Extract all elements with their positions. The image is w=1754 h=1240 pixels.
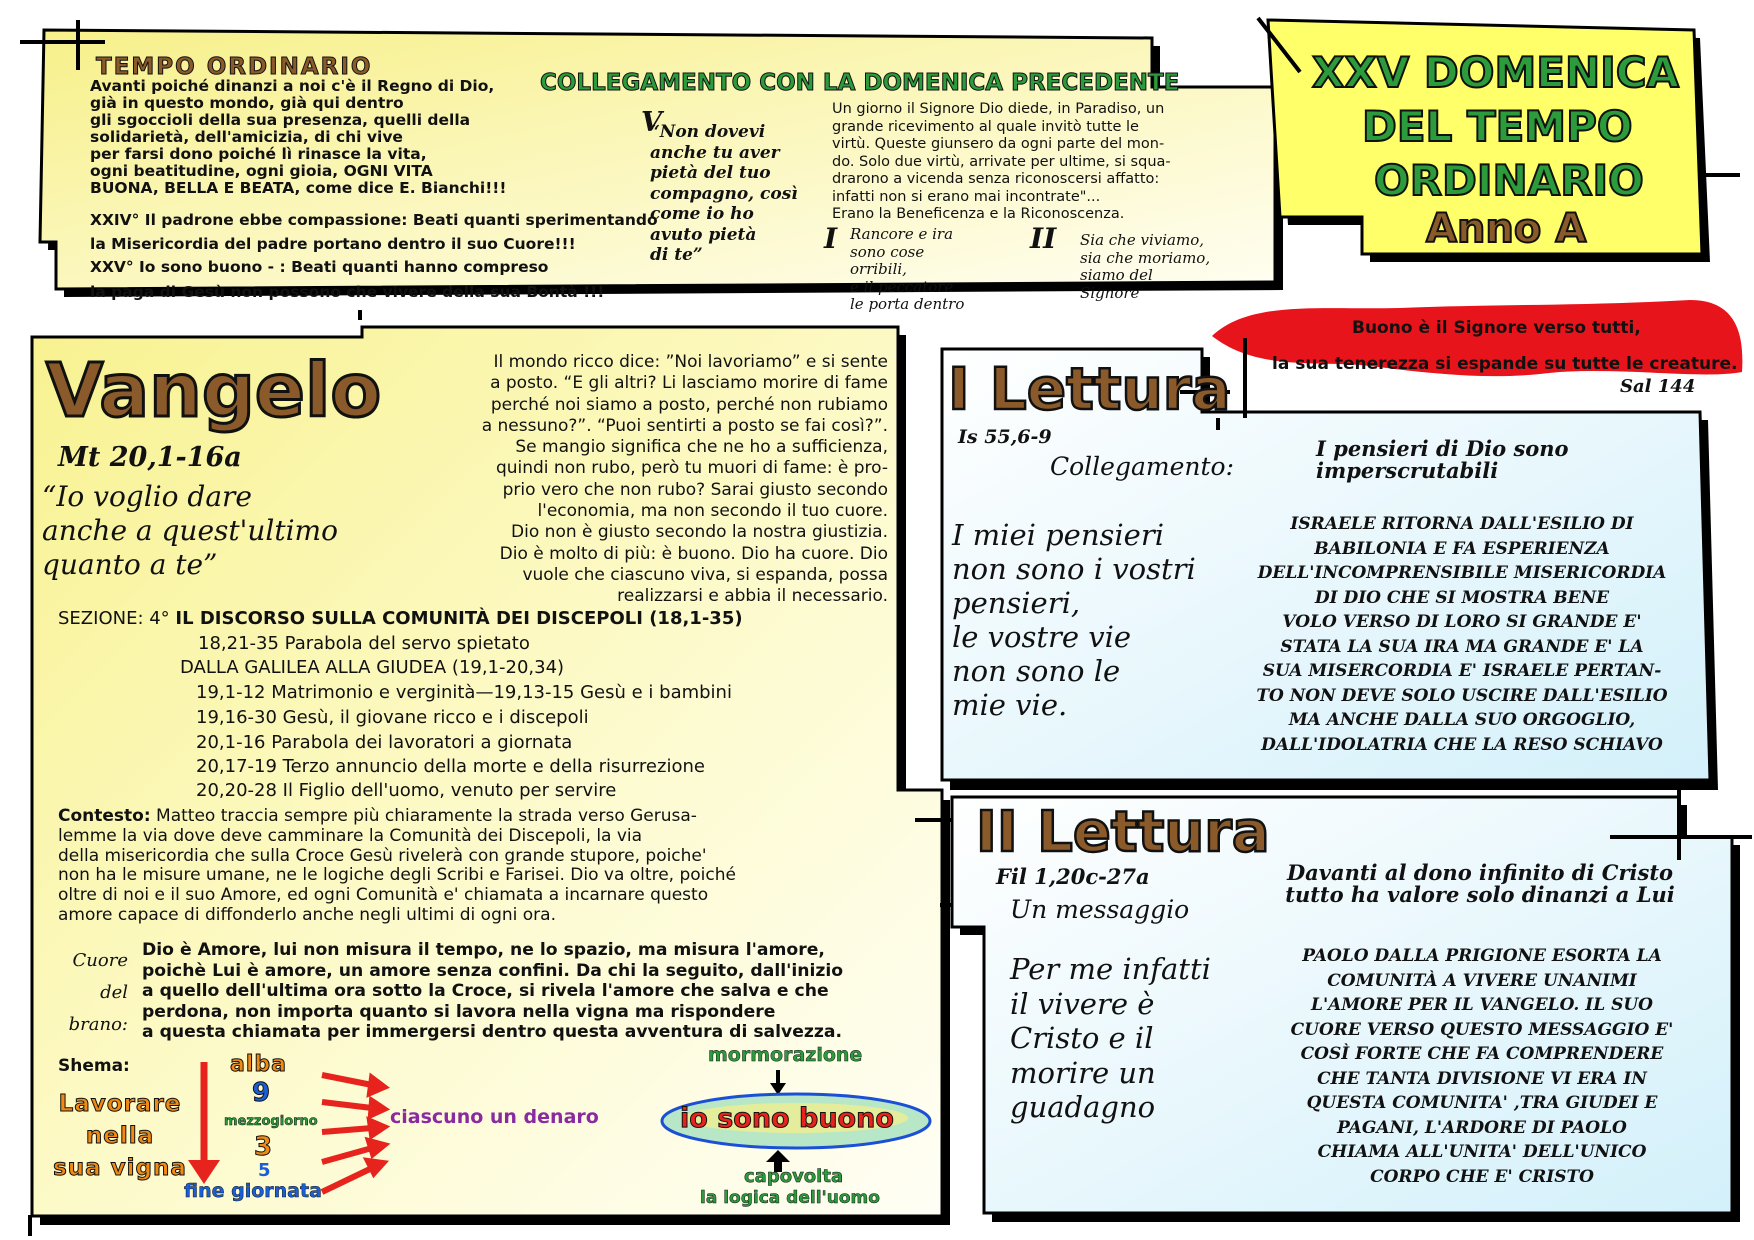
xxiv-line2: la Misericordia del padre portano dentro… bbox=[90, 235, 576, 253]
sezione-item-6: 20,20-28 Il Figlio dell'uomo, venuto per… bbox=[196, 780, 617, 801]
logica-text: la logica dell'uomo bbox=[700, 1188, 880, 1209]
lettura2-frame bbox=[950, 790, 1752, 1222]
vangelo-comment: Il mondo ricco dice: ”Noi lavoriamo” e s… bbox=[481, 352, 888, 607]
xxiv-line: XXIV° Il padrone ebbe compassione: Beati… bbox=[90, 211, 658, 229]
vangelo-frame bbox=[28, 310, 970, 1236]
mormorazione-text: mormorazione bbox=[708, 1044, 863, 1067]
cuore-text: Dio è Amore, lui non misura il tempo, ne… bbox=[142, 940, 844, 1042]
lettura2-title: II Lettura bbox=[975, 799, 1271, 867]
lettura2-quote: Per me infatti il vivere è Cristo e il m… bbox=[1010, 952, 1211, 1124]
lettura1-title: I Lettura bbox=[947, 354, 1232, 425]
contesto-text: Matteo traccia sempre più chiaramente la… bbox=[58, 806, 736, 925]
cuore-label: Cuore del brano: bbox=[68, 950, 128, 1035]
title-line2: DEL TEMPO bbox=[1361, 101, 1634, 152]
title-frame bbox=[1256, 16, 1740, 262]
collegamento-title: COLLEGAMENTO CON LA DOMENICA PRECEDENTE bbox=[539, 70, 1180, 97]
sezione-label: SEZIONE: 4° bbox=[58, 608, 170, 629]
sezione-line: SEZIONE: 4° IL DISCORSO SULLA COMUNITÀ D… bbox=[58, 608, 743, 629]
alba-text: alba bbox=[230, 1052, 287, 1078]
lavorare-text: Lavorare nella sua vigna bbox=[53, 1091, 187, 1182]
sezione-item-0: 18,21-35 Parabola del servo spietato bbox=[198, 633, 530, 654]
lettura1-frame bbox=[940, 338, 1718, 790]
title-line4: Anno A bbox=[1425, 205, 1587, 253]
vangelo-title: Vangelo bbox=[44, 347, 382, 436]
xxv-line2: la paga di Gesù non possono che vivere d… bbox=[90, 283, 605, 301]
title-line1: XXV DOMENICA bbox=[1311, 47, 1680, 98]
v-label: V bbox=[641, 107, 662, 138]
xxv-line: XXV° Io sono buono - : Beati quanti hann… bbox=[90, 258, 549, 276]
buono-text: io sono buono bbox=[680, 1103, 895, 1135]
i-text: Rancore e ira sono cose orribili, e il p… bbox=[850, 225, 965, 313]
sezione-item-3: 19,16-30 Gesù, il giovane ricco e i disc… bbox=[196, 707, 589, 728]
lettura1-ref: Is 55,6-9 bbox=[958, 426, 1052, 448]
salmo-line1: Buono è il Signore verso tutti, bbox=[1352, 318, 1641, 338]
n3-text: 3 bbox=[253, 1132, 274, 1163]
story-text: Un giorno il Signore Dio diede, in Parad… bbox=[832, 101, 1171, 222]
lettura2-collegamento-text: Davanti al dono infinito di Cristo tutto… bbox=[1285, 860, 1675, 907]
vangelo-ref: Mt 20,1-16a bbox=[58, 442, 242, 473]
v-quote: “Non dovevi anche tu aver pietà del tuo … bbox=[650, 122, 798, 265]
lettura2-sub: Un messaggio bbox=[1010, 895, 1190, 924]
lettura2-comment: PAOLO DALLA PRIGIONE ESORTA LA COMUNITÀ … bbox=[1290, 946, 1674, 1187]
lettura1-quote: I miei pensieri non sono i vostri pensie… bbox=[952, 518, 1196, 722]
lettura1-comment: ISRAELE RITORNA DALL'ESILIO DI BABILONIA… bbox=[1256, 514, 1668, 755]
shema-label: Shema: bbox=[58, 1056, 130, 1076]
fine-text: fine giornata bbox=[184, 1180, 322, 1203]
header-frame bbox=[20, 20, 1283, 297]
tempo-text: Avanti poiché dinanzi a noi c'è il Regno… bbox=[90, 77, 507, 197]
schema-graphics bbox=[188, 1062, 932, 1195]
vangelo-quote: “Io voglio dare anche a quest'ultimo qua… bbox=[42, 480, 338, 581]
ii-label: II bbox=[1030, 222, 1057, 255]
sezione-title: IL DISCORSO SULLA COMUNITÀ DEI DISCEPOLI… bbox=[175, 608, 743, 629]
sezione-item-1: DALLA GALILEA ALLA GIUDEA (19,1-20,34) bbox=[180, 657, 565, 678]
i-label: I bbox=[824, 222, 838, 255]
ii-text: Sia che viviamo, sia che moriamo, siamo … bbox=[1080, 231, 1211, 302]
capovolta-text: capovolta bbox=[744, 1166, 844, 1188]
tempo-title: TEMPO ORDINARIO bbox=[96, 54, 373, 81]
denaro-text: ciascuno un denaro bbox=[390, 1106, 599, 1128]
contesto: Contesto: Matteo traccia sempre più chia… bbox=[58, 806, 938, 926]
salmo-splash bbox=[1212, 300, 1743, 377]
mezzogiorno-text: mezzogiorno bbox=[224, 1114, 318, 1130]
lettura2-ref: Fil 1,20c-27a bbox=[996, 864, 1150, 889]
lettura1-collegamento-label: Collegamento: bbox=[1050, 452, 1234, 481]
salmo-ref: Sal 144 bbox=[1620, 376, 1696, 397]
sezione-item-4: 20,1-16 Parabola dei lavoratori a giorna… bbox=[196, 732, 573, 753]
n5-text: 5 bbox=[258, 1160, 272, 1181]
title-line3: ORDINARIO bbox=[1373, 155, 1645, 206]
sezione-item-5: 20,17-19 Terzo annuncio della morte e de… bbox=[196, 756, 705, 777]
contesto-label: Contesto: bbox=[58, 806, 151, 826]
lettura1-collegamento-text: I pensieri di Dio sono imperscrutabili bbox=[1316, 436, 1569, 483]
sezione-item-2: 19,1-12 Matrimonio e verginità—19,13-15 … bbox=[196, 682, 732, 703]
n9-text: 9 bbox=[251, 1078, 272, 1109]
salmo-line2: la sua tenerezza si espande su tutte le … bbox=[1272, 354, 1738, 374]
